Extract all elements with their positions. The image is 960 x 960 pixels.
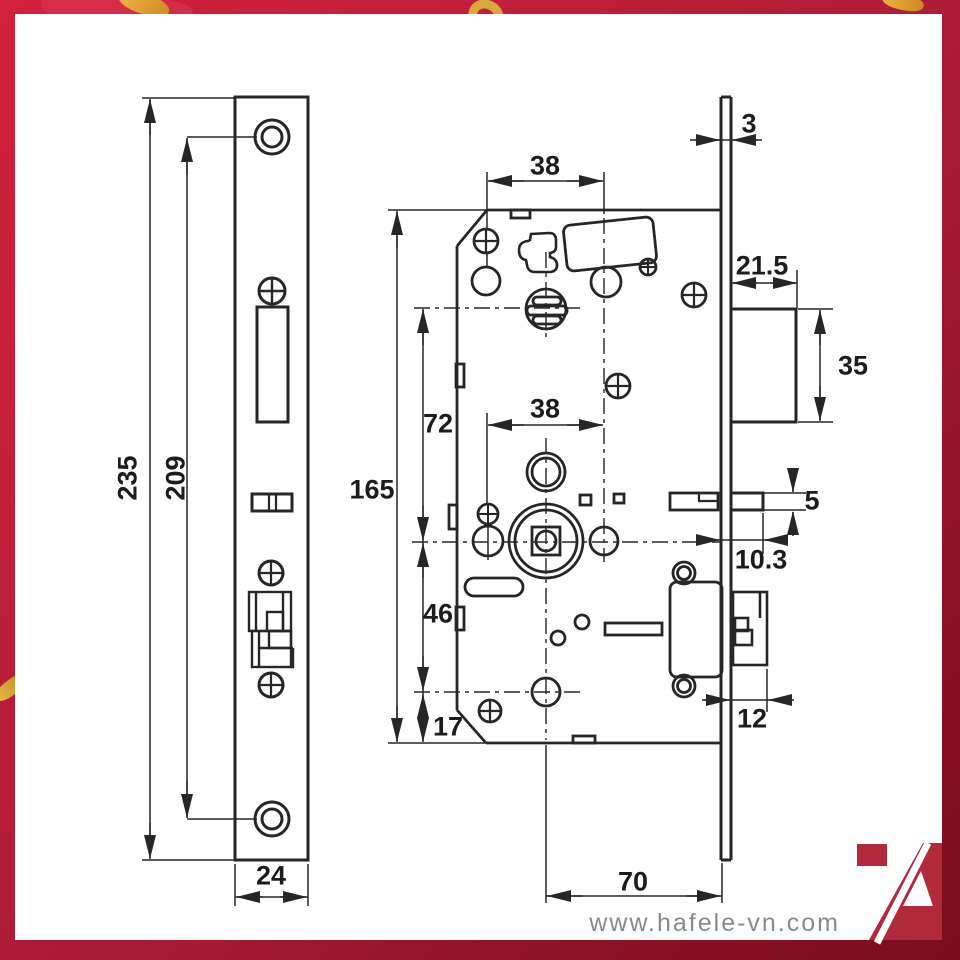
- lock-case-view: [447, 208, 724, 745]
- dim-top-hole-spacing: 38: [529, 150, 561, 181]
- dim-latch-projection: 21.5: [735, 250, 789, 281]
- dimension-lines: [142, 97, 833, 906]
- centerlines: [412, 218, 720, 740]
- dim-bolt-projection: 12: [736, 703, 768, 734]
- dim-tab-projection: 10.3: [734, 544, 788, 575]
- side-view: [719, 95, 798, 862]
- dim-cylinder-to-hub: 72: [422, 408, 454, 439]
- hafele-logo: [857, 841, 942, 945]
- dim-hub-hole-spacing: 38: [529, 393, 561, 424]
- dim-backset: 70: [617, 866, 649, 897]
- dim-hub-to-bottom-hole: 46: [422, 598, 454, 629]
- dim-case-height: 165: [349, 474, 395, 505]
- dim-latch-height: 35: [837, 350, 869, 381]
- website-text: www.hafele-vn.com: [589, 909, 840, 937]
- dim-plate-thickness: 3: [741, 108, 757, 139]
- dim-tab-height: 5: [804, 485, 820, 516]
- dim-faceplate-width: 24: [255, 860, 287, 891]
- dim-faceplate-height: 235: [112, 455, 143, 501]
- faceplate-front-view: [233, 95, 310, 862]
- dim-hole-spacing: 209: [160, 455, 191, 501]
- dim-bottom-margin: 17: [432, 711, 464, 742]
